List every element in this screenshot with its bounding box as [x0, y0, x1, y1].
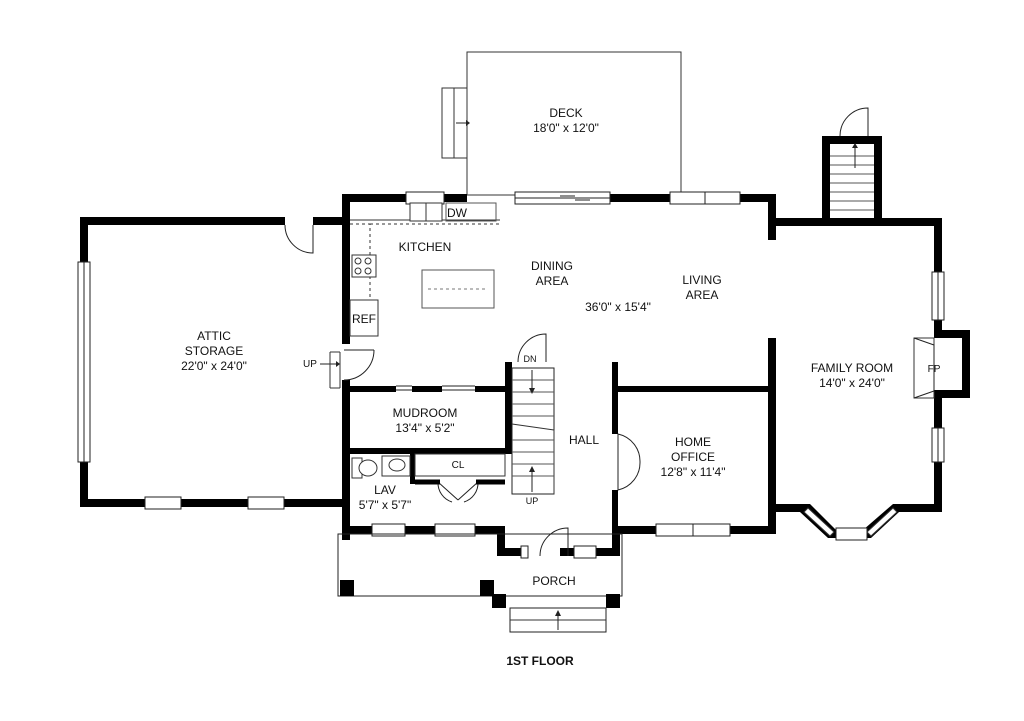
office-dims: 12'8" x 11'4": [661, 465, 726, 479]
floor-label: 1ST FLOOR: [506, 654, 574, 668]
porch: PORCH: [337, 527, 623, 633]
bottom-windows: [371, 523, 597, 559]
stair-up-label: UP: [526, 496, 539, 506]
attic: ATTIC STORAGE 22'0" x 24'0" UP: [77, 224, 375, 510]
attic-up-label: UP: [303, 359, 317, 370]
front-door[interactable]: [539, 527, 569, 557]
office-label-1: HOME: [675, 435, 711, 449]
cl-label: CL: [452, 460, 465, 471]
attic-label-2: STORAGE: [185, 344, 243, 358]
refrigerator: [349, 299, 379, 337]
family-room: FP FAMILY ROOM 14'0" x 24'0": [800, 271, 945, 541]
living-label-1: LIVING: [682, 273, 721, 287]
living-label-2: AREA: [686, 288, 719, 302]
mudroom-dims: 13'4" x 5'2": [395, 421, 454, 435]
stair-dn-label: DN: [524, 354, 537, 364]
deck-dims: 18'0" x 12'0": [533, 121, 599, 135]
lav-label: LAV: [374, 483, 396, 497]
lav: CL LAV 5'7" x 5'7": [351, 453, 506, 512]
toilet-bowl: [358, 459, 378, 477]
top-windows: [405, 191, 741, 205]
open-area-dims: 36'0" x 15'4": [585, 300, 651, 314]
office-label-2: OFFICE: [671, 450, 715, 464]
attic-dims: 22'0" x 24'0": [181, 359, 247, 373]
hall: DN UP HALL: [511, 333, 599, 506]
kitchen: DW REF KITCHEN: [349, 202, 500, 337]
ref-label: REF: [352, 312, 376, 326]
home-office: HOME OFFICE 12'8" x 11'4": [617, 433, 731, 537]
family-room-dims: 14'0" x 24'0": [819, 376, 885, 390]
open-area: DINING AREA 36'0" x 15'4" LIVING AREA: [531, 259, 722, 314]
mudroom-label: MUDROOM: [393, 406, 458, 420]
kitchen-label: KITCHEN: [399, 240, 452, 254]
dining-label-2: AREA: [536, 274, 569, 288]
attic-door[interactable]: [343, 349, 375, 381]
lav-dims: 5'7" x 5'7": [359, 498, 411, 512]
hall-label: HALL: [569, 433, 599, 447]
deck-label: DECK: [549, 106, 582, 120]
exterior-stair: [822, 107, 882, 218]
deck: [441, 51, 682, 196]
walls: [80, 194, 970, 556]
porch-label: PORCH: [532, 574, 575, 588]
dining-label-1: DINING: [531, 259, 573, 273]
stove: [351, 254, 377, 278]
mudroom: MUDROOM 13'4" x 5'2": [393, 385, 475, 435]
fp-label: FP: [928, 364, 941, 375]
family-room-label: FAMILY ROOM: [811, 361, 893, 375]
closet: [414, 453, 506, 477]
deck-outline: [466, 51, 682, 196]
attic-label-1: ATTIC: [197, 329, 231, 343]
office-door[interactable]: [617, 433, 641, 491]
dw-label: DW: [447, 206, 468, 220]
